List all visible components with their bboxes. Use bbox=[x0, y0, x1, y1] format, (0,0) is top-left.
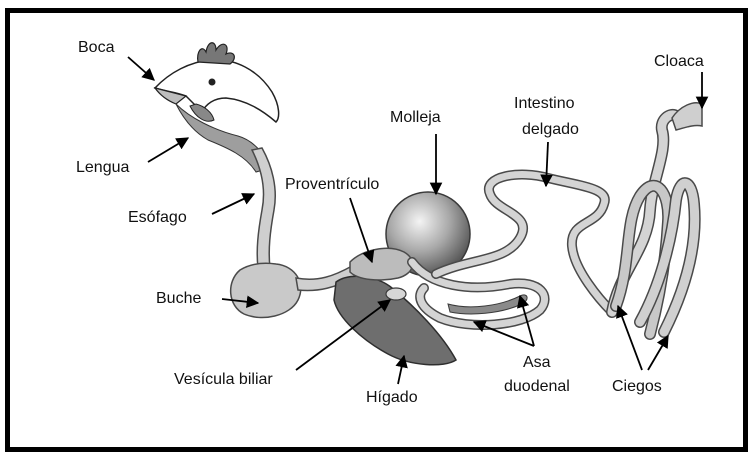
label-proventriculo: Proventrículo bbox=[285, 176, 379, 193]
proventriculus-shape bbox=[350, 248, 413, 280]
label-molleja: Molleja bbox=[390, 109, 441, 126]
label-asa-line1: Asa bbox=[523, 354, 551, 371]
gallbladder-shape bbox=[386, 288, 406, 300]
pancreas-shape bbox=[448, 295, 527, 314]
label-intestino-line2: delgado bbox=[522, 121, 579, 138]
ceca-shape bbox=[612, 115, 695, 334]
arrow-esofago bbox=[212, 194, 254, 214]
label-cloaca: Cloaca bbox=[654, 53, 704, 70]
label-asa-line2: duodenal bbox=[504, 378, 570, 395]
label-lengua: Lengua bbox=[76, 159, 129, 176]
cloaca-shape bbox=[672, 103, 702, 130]
crop-shape bbox=[231, 263, 301, 317]
arrow-ciegos-2 bbox=[648, 336, 668, 370]
label-higado: Hígado bbox=[366, 389, 418, 406]
arrow-proventriculo bbox=[350, 198, 372, 262]
arrow-lengua bbox=[148, 138, 188, 162]
label-vesicula: Vesícula biliar bbox=[174, 371, 273, 388]
label-ciegos: Ciegos bbox=[612, 378, 662, 395]
label-boca: Boca bbox=[78, 39, 115, 56]
arrow-boca bbox=[128, 57, 154, 80]
label-esofago: Esófago bbox=[128, 209, 187, 226]
label-intestino-line1: Intestino bbox=[514, 95, 575, 112]
label-buche: Buche bbox=[156, 290, 201, 307]
